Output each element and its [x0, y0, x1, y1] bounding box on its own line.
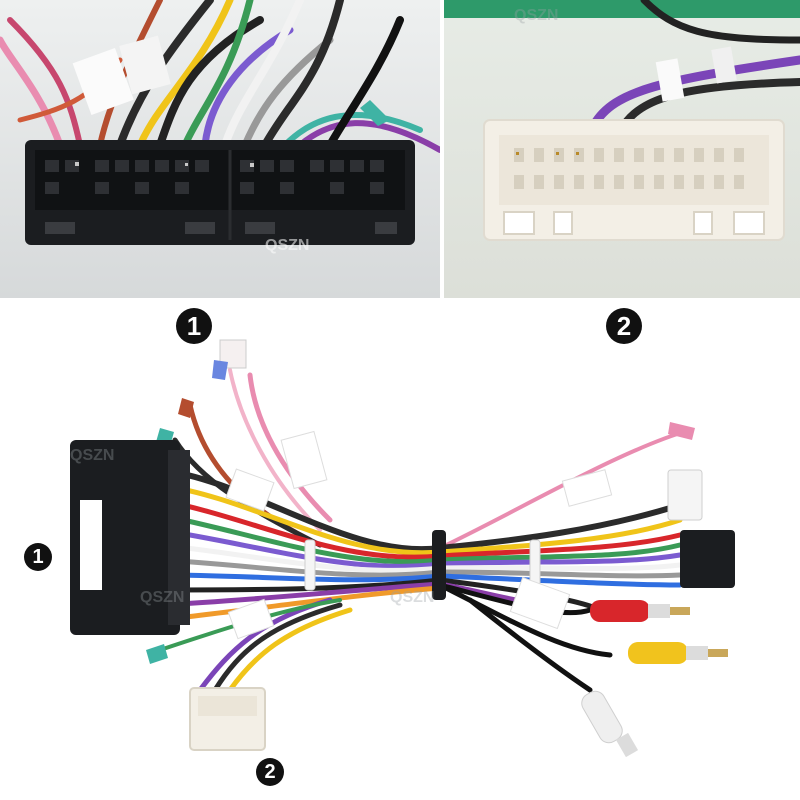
harness-badge-1: 1 — [24, 543, 52, 571]
watermark: QSZN — [140, 589, 184, 606]
panel-2-badge: 2 — [606, 308, 642, 344]
watermark: QSZN — [265, 237, 309, 254]
black-connector-closeup: QSZN — [0, 0, 440, 298]
harness-badge-2: 2 — [256, 758, 284, 786]
watermark: QSZN — [70, 447, 114, 464]
black-connector-image: QSZN — [0, 0, 440, 254]
watermark: QSZN — [514, 7, 558, 24]
panel-1-badge: 1 — [176, 308, 212, 344]
watermark: QSZN — [390, 589, 434, 606]
white-connector-image: QSZN — [444, 0, 800, 241]
white-connector-closeup: QSZN — [444, 0, 800, 298]
